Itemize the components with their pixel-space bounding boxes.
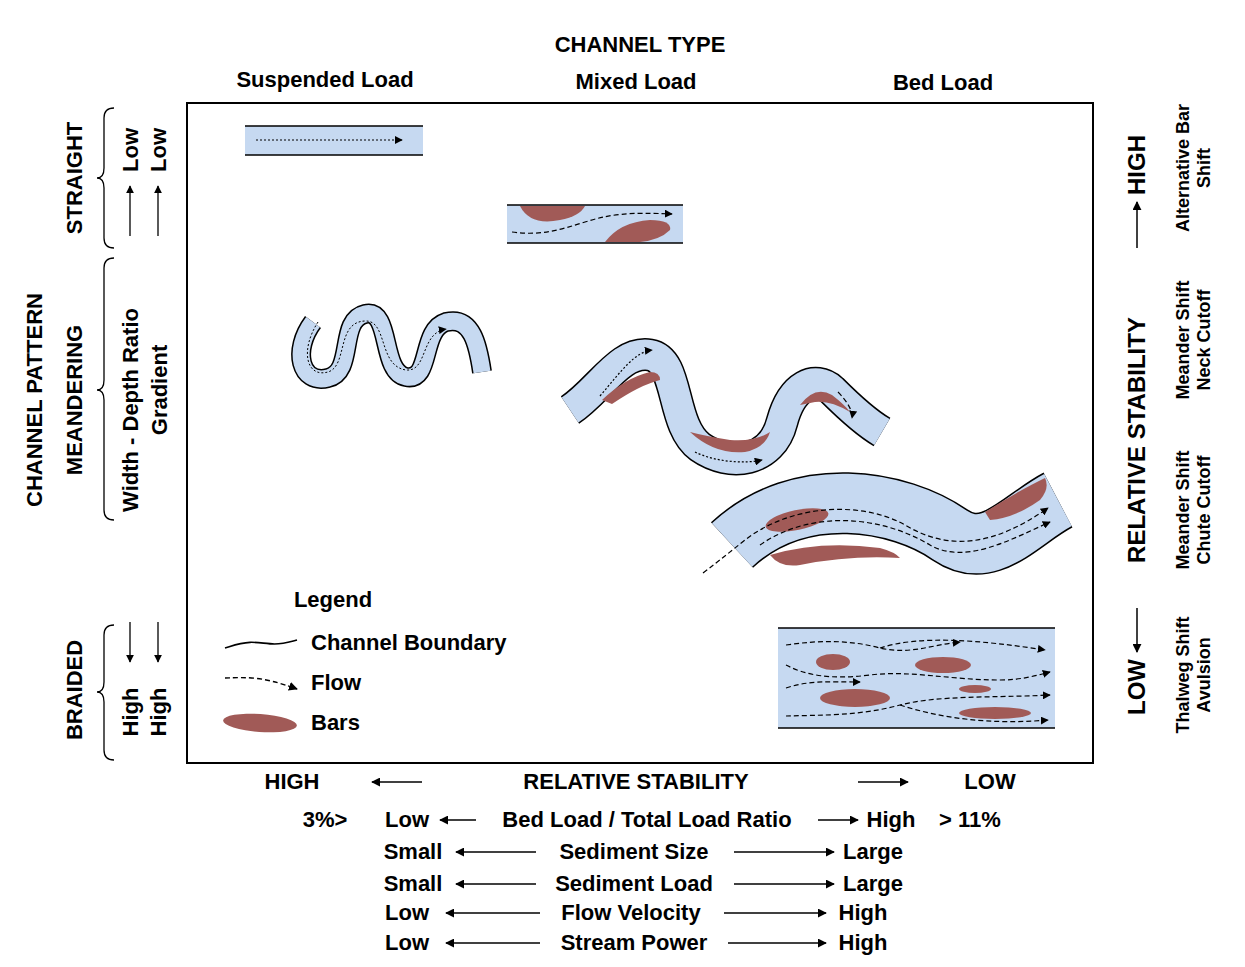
trend-label: Width - Depth Ratio	[118, 308, 143, 512]
legend-heading: Legend	[294, 587, 372, 612]
trend-label: Low	[146, 128, 171, 172]
trend-label: High	[839, 930, 888, 955]
axis-title: Sediment Size	[559, 839, 708, 864]
trend-label: Small	[384, 839, 443, 864]
threshold-label: > 11%	[939, 807, 1001, 832]
trend-label: Large	[843, 839, 903, 864]
axis-title: Stream Power	[561, 930, 708, 955]
legend-flow-sample	[225, 678, 297, 689]
wide-meander-channel-with-bars	[703, 478, 1058, 573]
direction-arrow	[372, 782, 908, 943]
trend-label: Gradient	[147, 345, 172, 435]
process-label: Meander Shift Chute Cutoff	[1173, 435, 1214, 585]
pattern-label: STRAIGHT	[62, 122, 87, 234]
axis-title: RELATIVE STABILITY	[1123, 317, 1151, 563]
axis-end-label: LOW	[964, 769, 1015, 794]
trend-label: Low	[385, 900, 429, 925]
straight-channel-with-bars	[507, 205, 683, 243]
legend-swatch	[222, 711, 297, 734]
pattern-label: BRAIDED	[62, 640, 87, 740]
meander-channel-with-point-bars	[570, 350, 882, 462]
diagram-frame	[187, 103, 1093, 763]
axis-end-label: HIGH	[1123, 135, 1151, 195]
column-heading: Mixed Load	[575, 69, 696, 94]
process-label: Thalweg Shift Avulsion	[1173, 600, 1214, 750]
brace	[97, 108, 114, 760]
axis-title: RELATIVE STABILITY	[523, 769, 748, 794]
column-heading: Suspended Load	[236, 67, 413, 92]
legend-text: Flow	[311, 670, 361, 695]
axis-title: CHANNEL PATTERN	[22, 293, 47, 507]
trend-label: Small	[384, 871, 443, 896]
legend-text: Channel Boundary	[311, 630, 507, 655]
trend-label: Large	[843, 871, 903, 896]
pattern-label: MEANDERING	[62, 325, 87, 475]
trend-label: High	[146, 688, 171, 737]
trend-label: Low	[385, 930, 429, 955]
braided-channel	[778, 628, 1055, 728]
axis-end-label: HIGH	[265, 769, 320, 794]
threshold-label: 3%>	[303, 807, 348, 832]
legend-line-sample	[225, 640, 297, 648]
trend-label: High	[118, 688, 143, 737]
axis-title: Sediment Load	[555, 871, 713, 896]
trend-label: Low	[118, 128, 143, 172]
column-heading: Bed Load	[893, 70, 993, 95]
trend-label: High	[867, 807, 916, 832]
diagram-title: CHANNEL TYPE	[555, 32, 726, 57]
process-label: Meander Shift Neck Cutoff	[1173, 265, 1214, 415]
axis-title: Flow Velocity	[561, 900, 700, 925]
axis-end-label: LOW	[1123, 659, 1151, 715]
straight-channel	[245, 126, 423, 155]
legend-text: Bars	[311, 710, 360, 735]
tight-meander-channel	[301, 314, 482, 379]
trend-label: High	[839, 900, 888, 925]
trend-label: Low	[385, 807, 429, 832]
axis-title: Bed Load / Total Load Ratio	[502, 807, 791, 832]
legend-samples	[222, 640, 297, 735]
process-label: Alternative Bar Shift	[1173, 86, 1214, 251]
